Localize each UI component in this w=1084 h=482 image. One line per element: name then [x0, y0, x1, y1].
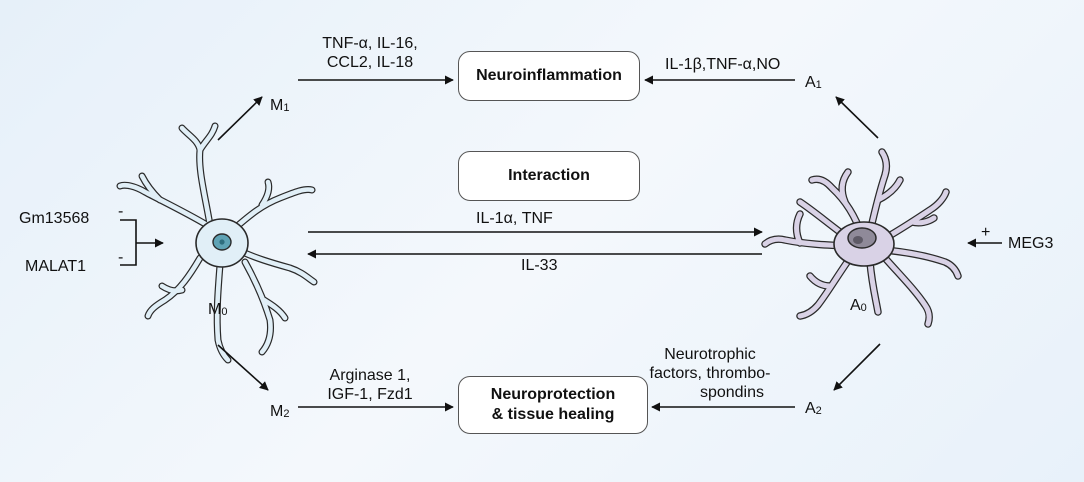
node-a1: A1: [805, 73, 822, 95]
node-a0-base: A: [850, 297, 861, 314]
regulator-meg3: MEG3: [1008, 235, 1054, 252]
regulator-malat1: MALAT1: [25, 258, 87, 275]
m2-factors-line2: IGF-1, Fzd1: [327, 386, 413, 403]
node-m2-sub: 2: [283, 408, 290, 420]
a1-factors-label: IL-1β,TNF-α,NO: [665, 56, 781, 73]
node-m2-base: M: [270, 403, 284, 420]
neuroprotection-label-line2: & tissue healing: [491, 406, 615, 423]
node-m0-base: M: [208, 301, 222, 318]
regulator-gm13568-sign: -: [118, 203, 124, 220]
regulator-meg3-sign: +: [981, 224, 991, 241]
arrow-a0-to-a2: [833, 343, 881, 391]
regulator-gm13568: Gm13568: [19, 210, 90, 227]
astrocyte-to-microglia-label: IL-33: [521, 257, 558, 274]
interaction-label: Interaction: [508, 167, 590, 184]
node-a2-sub: 2: [815, 405, 822, 417]
node-a1-sub: 1: [815, 79, 822, 91]
node-m2: M2: [270, 402, 289, 424]
microglia-to-astrocyte-label: IL-1α, TNF: [476, 210, 553, 227]
neuroinflammation-box: Neuroinflammation: [458, 51, 640, 101]
interaction-box: Interaction: [458, 151, 640, 201]
neuroprotection-box: Neuroprotection & tissue healing: [458, 376, 648, 434]
m1-factors-line1: TNF-α, IL-16,: [322, 35, 418, 52]
a2-factors-line2: factors, thrombo-: [649, 365, 771, 382]
m2-factors-line1: Arginase 1,: [329, 367, 411, 384]
node-m0: M0: [208, 300, 227, 322]
a2-factors-line3: spondins: [699, 384, 764, 401]
m1-factors-label: TNF-α, IL-16, CCL2, IL-18: [300, 34, 440, 72]
neuroprotection-label-line1: Neuroprotection: [490, 386, 616, 403]
node-m0-sub: 0: [221, 306, 228, 318]
astrocyte-cell-icon: [761, 148, 962, 328]
arrow-m0-to-m1: [217, 96, 263, 141]
node-a0-sub: 0: [860, 302, 867, 314]
arrows: [120, 75, 1002, 412]
a2-factors-label: Neurotrophic factors, thrombo- spondins: [640, 345, 780, 402]
microglia-cell-icon: [116, 122, 318, 364]
regulator-malat1-sign: -: [118, 249, 124, 266]
node-a2: A2: [805, 399, 822, 421]
node-m1-sub: 1: [283, 102, 290, 114]
m1-factors-line2: CCL2, IL-18: [326, 54, 414, 71]
node-a0: A0: [850, 296, 867, 318]
neuroinflammation-label: Neuroinflammation: [476, 67, 622, 84]
node-m1: M1: [270, 96, 289, 118]
node-m1-base: M: [270, 97, 284, 114]
a2-factors-line1: Neurotrophic: [664, 346, 756, 363]
arrow-a0-to-a1: [835, 96, 879, 139]
arrow-m0-to-m2: [217, 344, 269, 391]
node-a1-base: A: [805, 74, 816, 91]
m2-factors-label: Arginase 1, IGF-1, Fzd1: [300, 366, 440, 404]
node-a2-base: A: [805, 400, 816, 417]
